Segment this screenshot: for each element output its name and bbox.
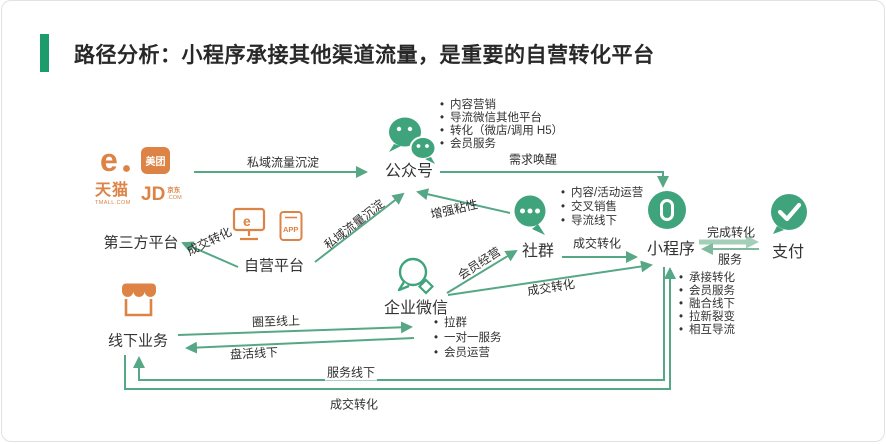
node-label-wecom: 企业微信	[383, 300, 449, 317]
bullet-item: 承接转化	[678, 272, 735, 285]
bullet-item: 内容营销	[439, 99, 563, 112]
app-phone-icon: APP	[279, 211, 303, 241]
bullet-item: 导流微信其他平台	[439, 112, 563, 125]
edge-label-demand-wake: 需求唤醒	[508, 152, 558, 167]
official-account-bullets: 内容营销 导流微信其他平台 转化（微店/调用 H5） 会员服务	[439, 99, 563, 151]
edge-label-private-traffic-top: 私域流量沉淀	[246, 155, 320, 170]
title-accent-bar	[40, 34, 49, 72]
wechat-pay-icon	[771, 194, 807, 234]
edge-stickiness	[416, 188, 511, 214]
miniprogram-icon	[648, 191, 686, 229]
bullet-item: 会员服务	[678, 285, 735, 298]
bullet-item: 转化（微店/调用 H5）	[439, 125, 563, 138]
edge-deal-conv-offline	[124, 267, 676, 390]
tmall-logo-icon: 天猫 TMALL.COM	[95, 182, 131, 206]
edge-activate-offline	[185, 337, 415, 354]
edge-label-service-offline: 服务线下	[324, 363, 378, 381]
community-bullets: 内容/活动运营 交叉销售 导流线下	[560, 186, 643, 228]
wechat-icon	[389, 117, 437, 164]
edge-label-deal-conv-offline: 成交转化	[329, 397, 379, 412]
edge-service-offline	[133, 267, 665, 381]
bullet-item: 相互导流	[678, 324, 735, 337]
bullet-item: 内容/活动运营	[560, 186, 643, 200]
edge-label-circle-online: 圈至线上	[251, 313, 301, 330]
eleme-logo-icon: e	[100, 142, 130, 178]
node-label-self-platform: 自营平台	[243, 257, 305, 275]
edge-private-traffic-diagonal	[314, 192, 405, 263]
mini-program-bullets: 承接转化 会员服务 融合线下 拉新裂变 相互导流	[678, 272, 735, 337]
edge-deal-conv-third-party	[181, 241, 239, 268]
storefront-icon	[122, 283, 156, 317]
bullet-item: 拉群	[433, 316, 502, 331]
edge-label-complete-conv: 完成转化	[706, 225, 756, 240]
edge-complete-conv	[699, 235, 759, 249]
edge-label-service: 服务	[717, 252, 743, 267]
node-label-community: 社群	[521, 243, 555, 260]
node-label-payment: 支付	[771, 244, 805, 261]
bullet-item: 会员服务	[439, 138, 563, 151]
bullet-item: 拉新裂变	[678, 311, 735, 324]
node-label-third-party: 第三方平台	[103, 234, 179, 252]
wecom-icon	[397, 257, 435, 295]
svg-text:e: e	[100, 142, 118, 178]
node-label-official-account: 公众号	[384, 163, 434, 180]
meituan-logo-icon: 美团	[141, 147, 170, 174]
node-label-mini-program: 小程序	[646, 241, 696, 258]
community-chat-icon	[514, 195, 546, 235]
bullet-item: 融合线下	[678, 298, 735, 311]
svg-text:APP: APP	[283, 225, 298, 234]
monitor-icon: e	[232, 207, 266, 241]
bullet-item: 一对一服务	[433, 331, 502, 346]
edge-member-mgmt	[446, 249, 518, 294]
edge-circle-online	[177, 321, 413, 336]
edge-label-deal-conv-community: 成交转化	[572, 236, 622, 251]
edge-deal-conv-wecom	[447, 260, 653, 296]
page-title: 路径分析：小程序承接其他渠道流量，是重要的自营转化平台	[74, 44, 655, 67]
bullet-item: 交叉销售	[560, 200, 643, 214]
node-label-offline: 线下业务	[107, 332, 169, 350]
edge-demand-wake	[440, 171, 669, 188]
bullet-item: 会员运营	[433, 346, 502, 361]
bullet-item: 导流线下	[560, 214, 643, 228]
edge-label-activate-offline: 盘活线下	[229, 345, 279, 362]
svg-text:e: e	[243, 213, 251, 229]
jd-logo-icon: JD 京东 .COM	[141, 184, 182, 205]
wecom-bullets: 拉群 一对一服务 会员运营	[433, 316, 502, 361]
